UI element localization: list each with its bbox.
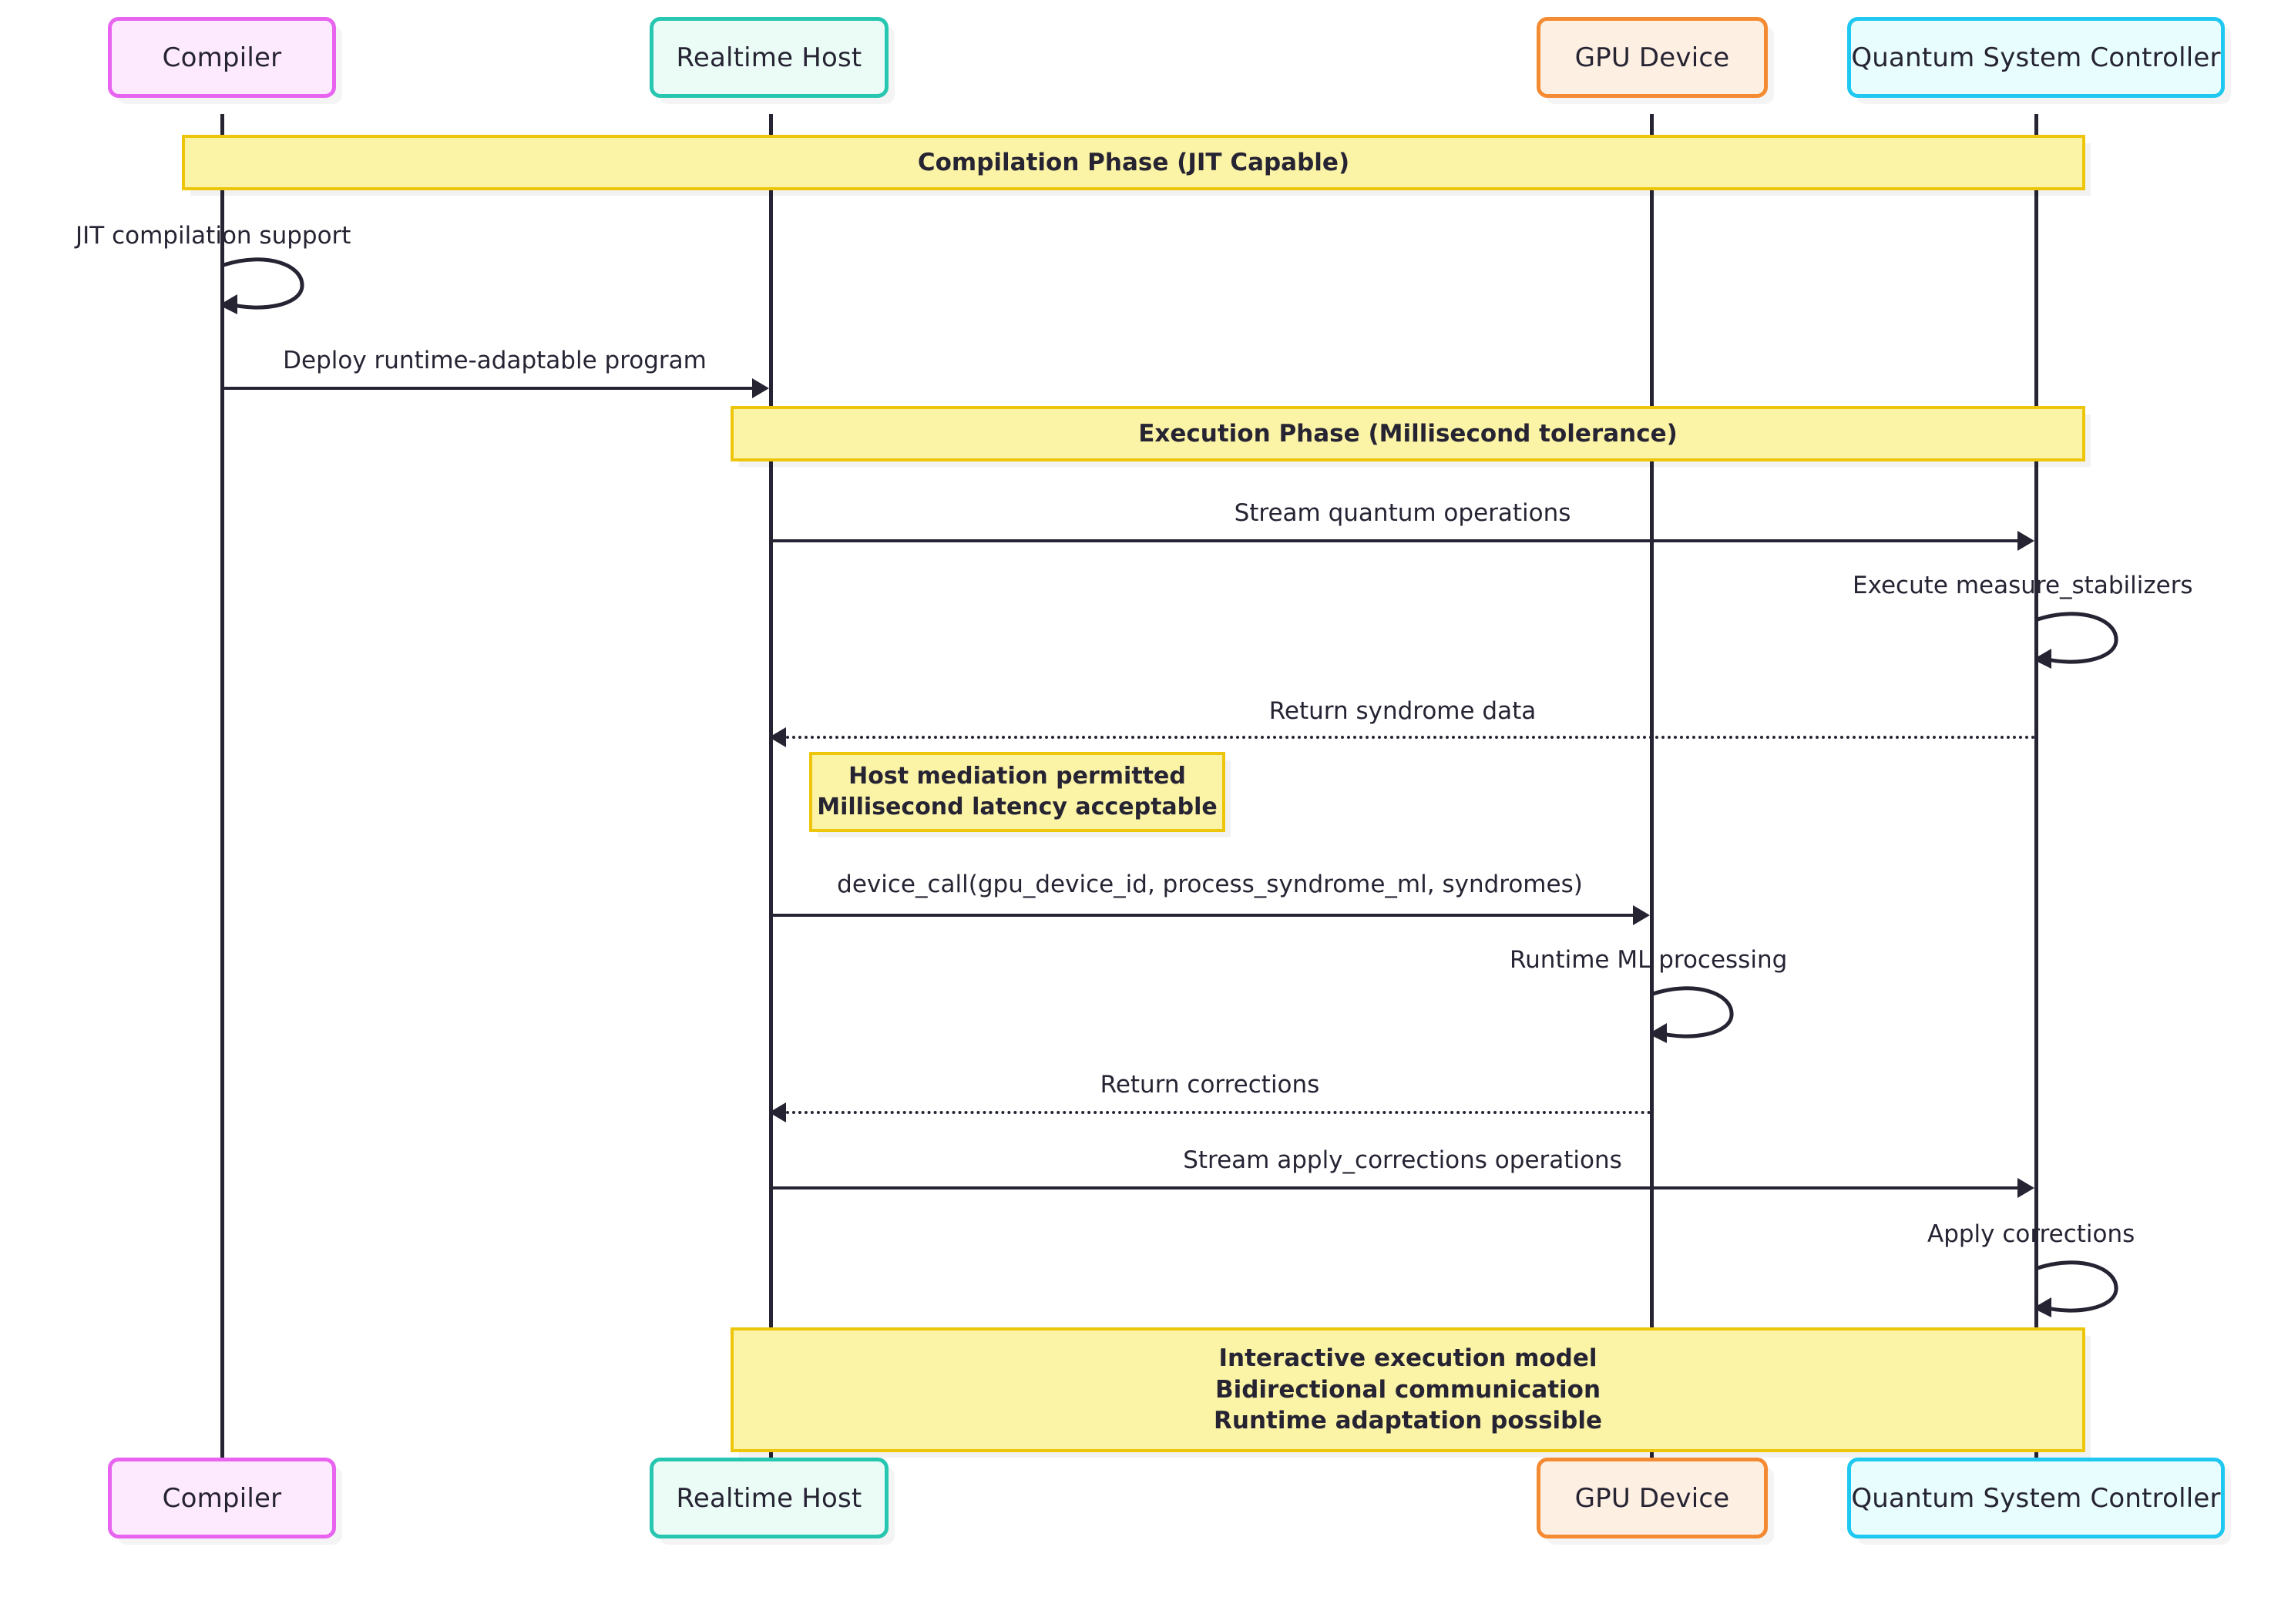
participant-label: Compiler xyxy=(162,42,282,73)
participant-compiler-bottom[interactable]: Compiler xyxy=(108,1458,336,1538)
participant-label: Realtime Host xyxy=(676,42,862,73)
summary-banner: Interactive execution model Bidirectiona… xyxy=(731,1327,2085,1452)
arrow-head-icon xyxy=(752,378,769,398)
message-label-jit-compilation-support: JIT compilation support xyxy=(76,222,351,250)
message-label-return-corrections: Return corrections xyxy=(1100,1071,1320,1099)
participant-label: GPU Device xyxy=(1574,1482,1730,1514)
self-loop-arrow-compiler xyxy=(220,257,304,314)
message-label-stream-quantum-operations: Stream quantum operations xyxy=(1234,499,1571,527)
message-arrow-stream-quantum-operations xyxy=(769,539,2017,542)
message-arrow-deploy-runtime-adaptable-program xyxy=(220,387,752,390)
message-arrow-return-syndrome-data xyxy=(786,736,2036,739)
participant-gpu-device-top[interactable]: GPU Device xyxy=(1537,17,1768,98)
participant-realtime-host-bottom[interactable]: Realtime Host xyxy=(650,1458,889,1538)
message-label-execute-measure-stabilizers: Execute measure_stabilizers xyxy=(1853,572,2193,599)
message-label-deploy-runtime-adaptable-program: Deploy runtime-adaptable program xyxy=(283,347,707,374)
lifeline-quantum-controller xyxy=(2034,114,2038,1476)
message-label-runtime-ml-processing: Runtime ML processing xyxy=(1510,946,1788,974)
participant-label: Realtime Host xyxy=(676,1482,862,1514)
message-label-apply-corrections: Apply corrections xyxy=(1927,1220,2135,1248)
self-loop-arrow-gpu-device xyxy=(1650,986,1734,1043)
message-arrow-return-corrections xyxy=(786,1111,1651,1114)
note-line-2: Millisecond latency acceptable xyxy=(817,794,1218,820)
lifeline-realtime-host xyxy=(769,114,773,1476)
phase-banner-label: Compilation Phase (JIT Capable) xyxy=(917,148,1350,176)
participant-label: GPU Device xyxy=(1574,42,1730,73)
participant-label: Quantum System Controller xyxy=(1851,42,2221,73)
phase-banner-label: Execution Phase (Millisecond tolerance) xyxy=(1138,419,1678,448)
message-label-stream-apply-corrections-operations: Stream apply_corrections operations xyxy=(1183,1146,1622,1174)
participant-gpu-device-bottom[interactable]: GPU Device xyxy=(1537,1458,1768,1538)
note-line-1: Host mediation permitted xyxy=(848,762,1186,790)
participant-quantum-controller-top[interactable]: Quantum System Controller xyxy=(1847,17,2225,98)
summary-line-3: Runtime adaptation possible xyxy=(1214,1407,1602,1435)
message-arrow-stream-apply-corrections-operations xyxy=(769,1186,2017,1189)
message-arrow-device-call xyxy=(769,914,1633,917)
participant-quantum-controller-bottom[interactable]: Quantum System Controller xyxy=(1847,1458,2225,1538)
participant-label: Compiler xyxy=(162,1482,282,1514)
arrow-head-icon xyxy=(1633,905,1650,925)
summary-line-1: Interactive execution model xyxy=(1218,1344,1597,1372)
message-label-return-syndrome-data: Return syndrome data xyxy=(1268,697,1537,725)
lifeline-gpu-device xyxy=(1650,114,1654,1476)
lifeline-compiler xyxy=(220,114,224,1476)
arrow-head-icon xyxy=(2017,531,2034,551)
arrow-head-icon xyxy=(769,727,786,747)
note-host-mediation: Host mediation permitted Millisecond lat… xyxy=(809,752,1225,832)
participant-label: Quantum System Controller xyxy=(1851,1482,2221,1514)
arrow-head-icon xyxy=(769,1102,786,1122)
participant-compiler-top[interactable]: Compiler xyxy=(108,17,336,98)
participant-realtime-host-top[interactable]: Realtime Host xyxy=(650,17,889,98)
phase-banner-execution: Execution Phase (Millisecond tolerance) xyxy=(731,406,2085,461)
arrow-head-icon xyxy=(2017,1178,2034,1198)
message-label-device-call: device_call(gpu_device_id, process_syndr… xyxy=(837,871,1583,898)
phase-banner-compilation: Compilation Phase (JIT Capable) xyxy=(182,135,2085,190)
self-loop-arrow-quantum-controller-2 xyxy=(2034,1260,2118,1317)
summary-line-2: Bidirectional communication xyxy=(1214,1375,1601,1404)
self-loop-arrow-quantum-controller xyxy=(2034,612,2118,669)
